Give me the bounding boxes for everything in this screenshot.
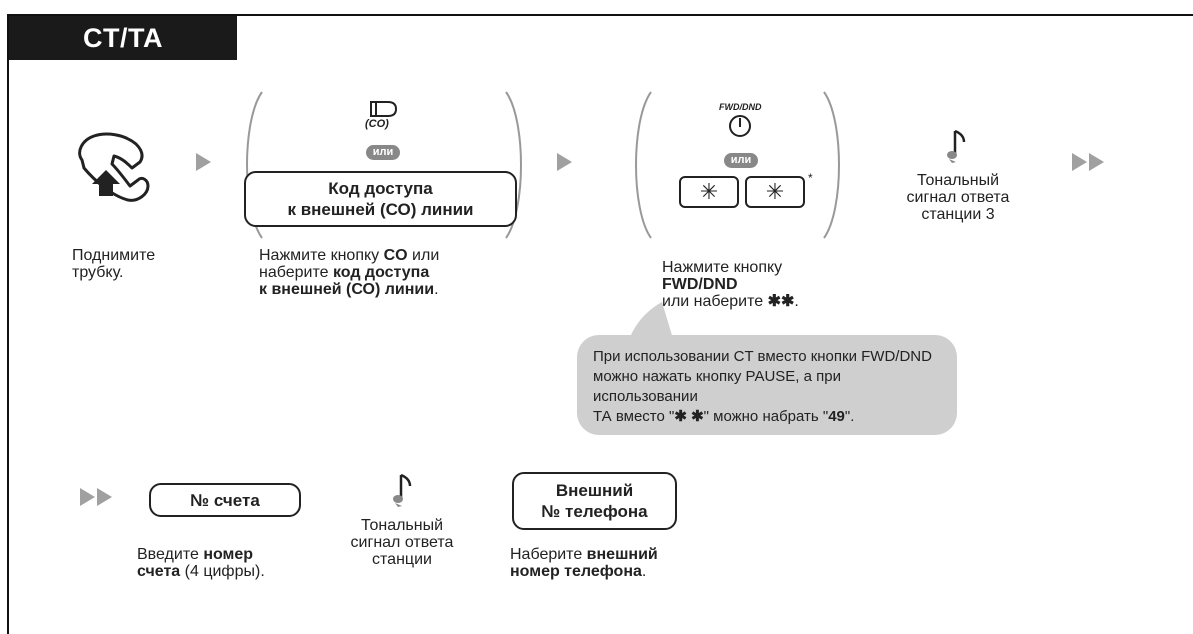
step1-line-2: трубку.	[72, 264, 124, 281]
step5-text: (4 цифры).	[180, 563, 265, 580]
access-code-box[interactable]: Код доступа к внешней (СО) линии	[244, 171, 517, 227]
step2-text: Нажмите кнопку	[259, 247, 384, 264]
step6-line-2: сигнал ответа	[350, 534, 454, 551]
external-number-line-2: № телефона	[541, 502, 648, 521]
step5-bold: счета	[137, 563, 181, 580]
co-button-icon	[370, 101, 398, 117]
handset-offhook-icon	[78, 132, 150, 202]
arrow-right-icon	[196, 153, 211, 171]
step7-bold: номер телефона	[510, 563, 642, 580]
step3-text: или наберите	[662, 293, 768, 310]
step2-bold: код доступа	[332, 264, 430, 281]
co-caption: (CO)	[365, 118, 389, 130]
step3-bold: ✱✱	[767, 293, 795, 310]
step7-text: .	[641, 563, 647, 580]
step7-bold: внешний	[586, 546, 658, 563]
footnote-asterisk: *	[808, 171, 813, 185]
or-badge: или	[724, 153, 758, 168]
step2-text: наберите	[259, 264, 333, 281]
or-badge: или	[366, 145, 400, 160]
step6-description: Тональный сигнал ответа станции	[344, 517, 460, 568]
access-code-line-1: Код доступа	[328, 179, 433, 198]
step5-bold: номер	[203, 546, 254, 563]
star-key-button[interactable]: ✳	[745, 176, 805, 208]
note-text: ".	[844, 408, 855, 425]
note-callout: При использовании CT вместо кнопки FWD/D…	[577, 335, 957, 435]
step2-text: .	[434, 281, 439, 298]
fwd-dnd-caption: FWD/DND	[719, 102, 762, 112]
left-parenthesis-icon	[635, 91, 652, 239]
step6-line-1: Тональный	[360, 517, 444, 534]
external-number-line-1: Внешний	[555, 481, 634, 500]
step4-line-1: Тональный	[916, 172, 1000, 189]
page-frame	[7, 14, 1193, 634]
step4-line-3: станции 3	[921, 206, 995, 223]
account-number-box[interactable]: № счета	[149, 483, 301, 517]
step4-line-2: сигнал ответа	[906, 189, 1010, 206]
step2-description: Нажмите кнопку CO или наберите код досту…	[259, 247, 439, 298]
note-line-2: можно нажать кнопку PAUSE, а при использ…	[593, 368, 841, 405]
external-number-box[interactable]: Внешний № телефона	[512, 472, 677, 530]
step5-description: Введите номер счета (4 цифры).	[137, 546, 265, 580]
step7-text: Наберите	[510, 546, 587, 563]
step3-line-1: Нажмите кнопку	[662, 259, 783, 276]
music-note-icon	[393, 473, 412, 507]
double-arrow-icon	[97, 488, 112, 506]
double-arrow-icon	[1072, 153, 1087, 171]
step6-line-3: станции	[372, 551, 432, 568]
double-arrow-icon	[1089, 153, 1104, 171]
note-bold: 49	[828, 408, 845, 425]
step2-co-bold: CO	[383, 247, 408, 264]
access-code-line-2: к внешней (СО) линии	[287, 200, 474, 219]
step1-line-1: Поднимите	[72, 247, 156, 264]
page-title: CT/TA	[9, 16, 237, 60]
step4-description: Тональный сигнал ответа станции 3	[900, 172, 1016, 223]
step3-bold: FWD/DND	[662, 276, 738, 293]
step3-description: Нажмите кнопку FWD/DND или наберите ✱✱.	[662, 259, 799, 310]
star-key-button[interactable]: ✳	[679, 176, 739, 208]
step2-text: или	[407, 247, 440, 264]
right-parenthesis-icon	[823, 91, 840, 239]
double-arrow-icon	[80, 488, 95, 506]
fwd-dnd-button-icon	[729, 115, 751, 137]
note-text: ТА вместо "	[593, 408, 675, 425]
step3-text: .	[794, 293, 799, 310]
note-line-1: При использовании CT вместо кнопки FWD/D…	[593, 348, 932, 365]
step1-description: Поднимите трубку.	[72, 247, 155, 281]
note-text: " можно набрать "	[703, 408, 829, 425]
step5-text: Введите	[137, 546, 204, 563]
note-pointer	[628, 302, 674, 342]
right-parenthesis-icon	[505, 91, 522, 239]
note-bold: ✱ ✱	[674, 408, 704, 425]
step7-description: Наберите внешний номер телефона.	[510, 546, 658, 580]
arrow-right-icon	[557, 153, 572, 171]
music-note-icon	[947, 129, 966, 163]
step2-bold: к внешней (СО) линии	[259, 281, 435, 298]
